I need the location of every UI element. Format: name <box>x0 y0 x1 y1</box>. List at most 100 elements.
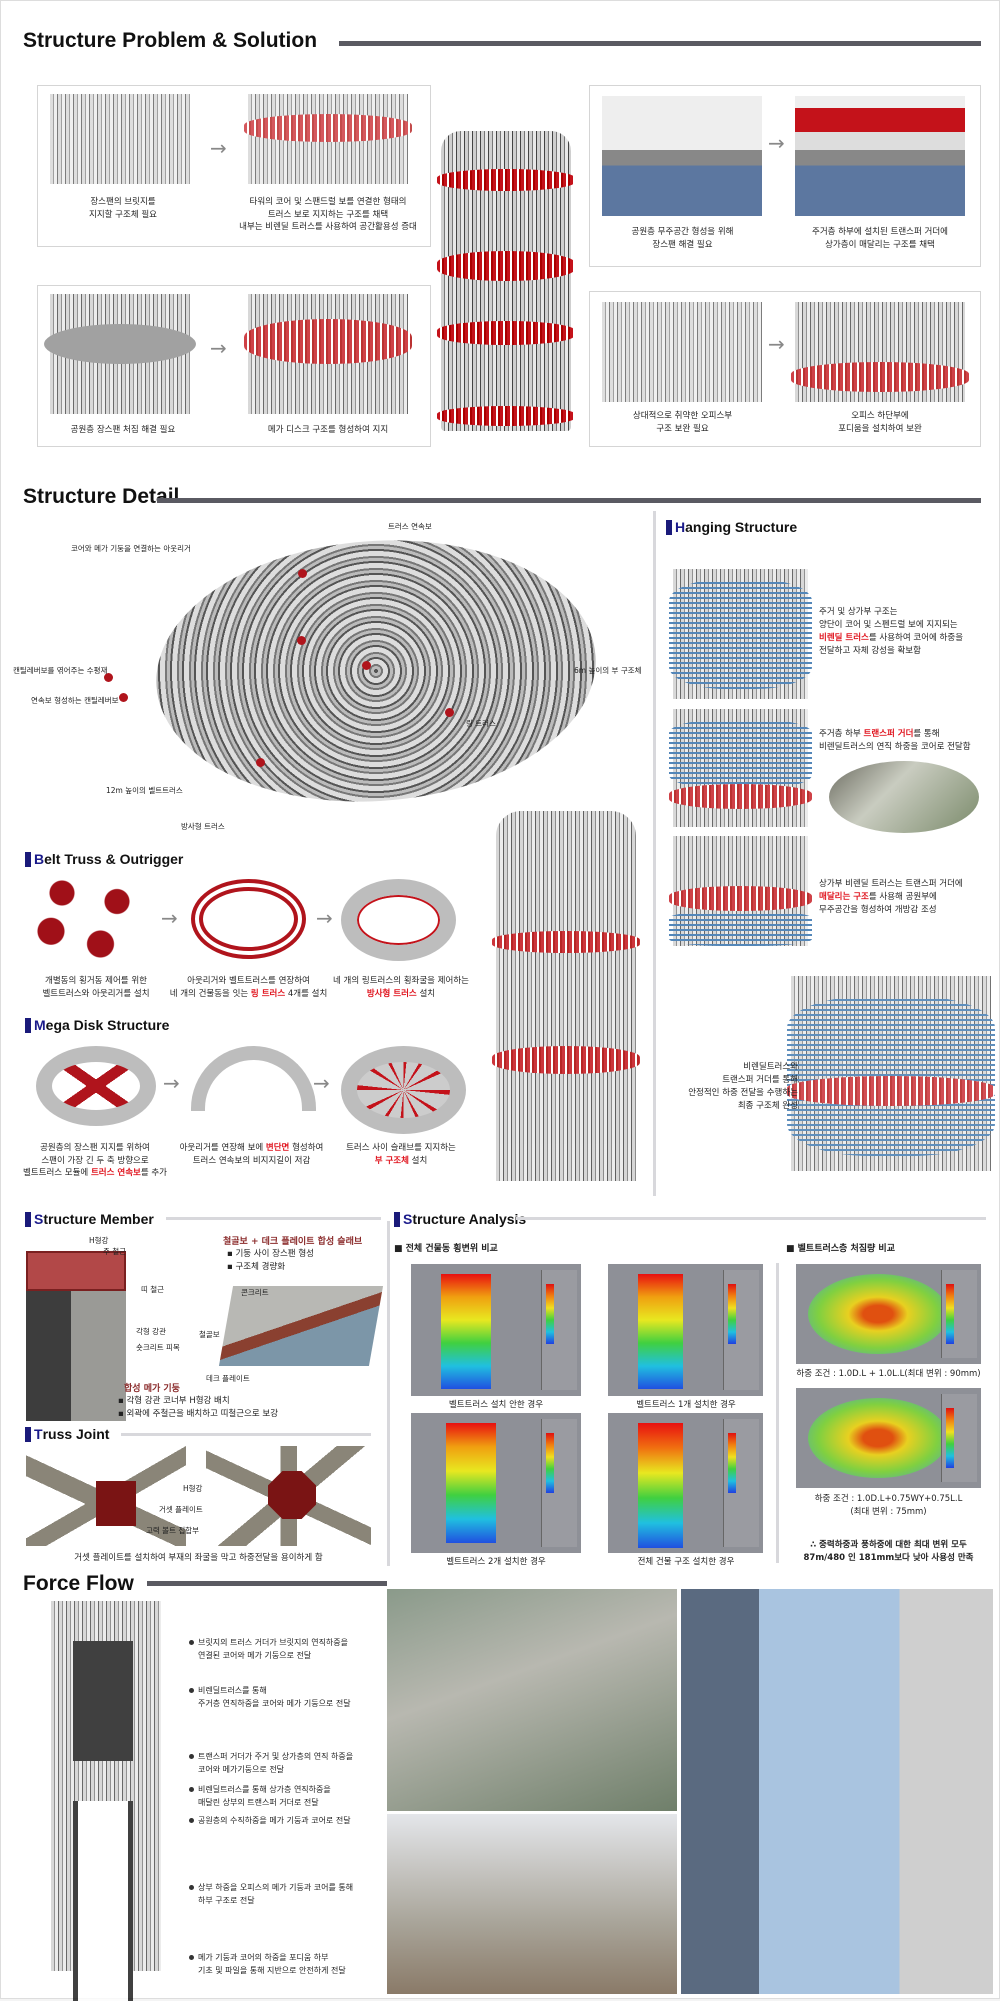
arrow-right-icon: → <box>163 1071 180 1095</box>
fea-no-belt <box>411 1264 581 1396</box>
solution-caption: 메가 디스크 구조를 형성하여 지지 <box>267 425 389 435</box>
belt-step2-image <box>191 879 306 959</box>
label-main-rebar: 주 철근 <box>103 1247 127 1256</box>
arrow-right-icon: → <box>768 131 785 155</box>
aerial-render-photo <box>387 1589 677 1811</box>
mega-column-body-image <box>26 1291 126 1421</box>
lateral-case-label: 벨트트러스 설치 안한 경우 <box>448 1400 544 1410</box>
section-title-problem: Structure Problem & Solution <box>23 29 318 52</box>
hanging-step3-image <box>669 836 812 946</box>
park-after-image <box>244 294 412 414</box>
force-flow-tower-image <box>51 1601 161 2001</box>
label-cantilever: 연속보 형성하는 캔틸레버보 <box>31 696 119 705</box>
label-tie-rebar: 띠 철근 <box>141 1285 165 1294</box>
label-horizontal-member: 캔틸레버보를 엮어주는 수평재 <box>13 666 108 675</box>
fea-one-belt <box>608 1264 763 1396</box>
bridge-after-image <box>244 94 412 184</box>
label-ring-truss: 링 트러스 <box>466 719 496 728</box>
force-item: 공원층의 수직하중을 메가 기둥과 코어로 전달 <box>189 1814 351 1827</box>
label-joint-h-steel: H형강 <box>183 1484 203 1493</box>
label-shotcrete: 숏크리트 피복 <box>136 1343 180 1352</box>
title-rule <box>157 498 981 503</box>
hanging-step2-image <box>669 709 812 827</box>
label-outrigger: 코어와 메가 기둥을 연결하는 아웃리거 <box>71 544 191 553</box>
divider <box>387 1221 390 1566</box>
divider <box>653 511 656 1196</box>
section-title-detail: Structure Detail <box>23 485 180 508</box>
arrow-right-icon: → <box>210 136 227 160</box>
bridge-before-image <box>50 94 190 184</box>
lateral-case-label: 벨트트러스 1개 설치한 경우 <box>636 1400 736 1410</box>
composite-slab-image <box>218 1286 384 1366</box>
problem-panel-park: → 공원층 장스팬 처짐 해결 필요 메가 디스크 구조를 형성하여 지지 <box>37 285 431 447</box>
title-rule <box>147 1581 387 1586</box>
slab-title: 철골보 + 데크 플레이트 합성 슬래브 <box>223 1237 363 1247</box>
transfer-girder-interior-photo <box>829 761 979 833</box>
label-deck-plate: 데크 플레이트 <box>206 1374 250 1383</box>
label-sub-structure: 6m 높이의 부 구조체 <box>574 666 642 675</box>
joint-caption: 거셋 플레이트를 설치하여 부재의 좌굴을 막고 하중전달을 용이하게 함 <box>74 1553 323 1563</box>
belt-step3-image <box>341 879 456 961</box>
sky-park-render-photo <box>681 1589 993 1994</box>
column-bullets: ▪ 각형 강관 코너부 H형강 배치▪ 외곽에 주철근을 배치하고 띠철근으로 … <box>118 1396 279 1419</box>
section-title-force: Force Flow <box>23 1572 134 1595</box>
label-radial-truss: 방사형 트러스 <box>181 822 225 831</box>
fea-deflection-gravity <box>796 1264 981 1364</box>
hanging-before-image <box>602 96 762 216</box>
arrow-right-icon: → <box>313 1071 330 1095</box>
label-h-steel: H형강 <box>89 1236 109 1245</box>
mega-step2-image <box>191 1046 316 1111</box>
hanging-after-image <box>795 96 965 216</box>
park-before-image <box>44 294 196 414</box>
problem-caption: 공원층 장스팬 처짐 해결 필요 <box>70 425 176 435</box>
title-rule <box>339 41 981 46</box>
arrow-right-icon: → <box>161 906 178 930</box>
fea-deflection-wind <box>796 1388 981 1488</box>
divider <box>776 1263 779 1563</box>
arrow-right-icon: → <box>316 906 333 930</box>
arrow-right-icon: → <box>210 336 227 360</box>
label-bolt-joint: 고력 볼트 접합부 <box>146 1526 200 1535</box>
mega-step3-image <box>341 1046 466 1134</box>
mega-column-head-image <box>26 1251 126 1291</box>
fea-full-structure <box>608 1413 763 1553</box>
hanging-step1-image <box>669 569 812 699</box>
joint-image-2 <box>206 1446 371 1546</box>
hanging-final-image <box>787 976 995 1171</box>
belt-step1-image <box>29 876 139 961</box>
label-square-tube: 각형 강관 <box>136 1327 166 1336</box>
mega-disk-truss-image <box>147 525 605 817</box>
joint-image-1 <box>26 1446 186 1546</box>
park-interior-render-photo <box>387 1814 677 1994</box>
deflection-case-label: 하중 조건 : 1.0D.L + 1.0L.L(최대 변위 : 90mm) <box>796 1369 981 1379</box>
slab-bullets: ▪ 기둥 사이 장스팬 형성▪ 구조체 경량화 <box>227 1249 314 1272</box>
office-before-image <box>602 302 762 402</box>
label-concrete: 콘크리트 <box>241 1288 269 1297</box>
